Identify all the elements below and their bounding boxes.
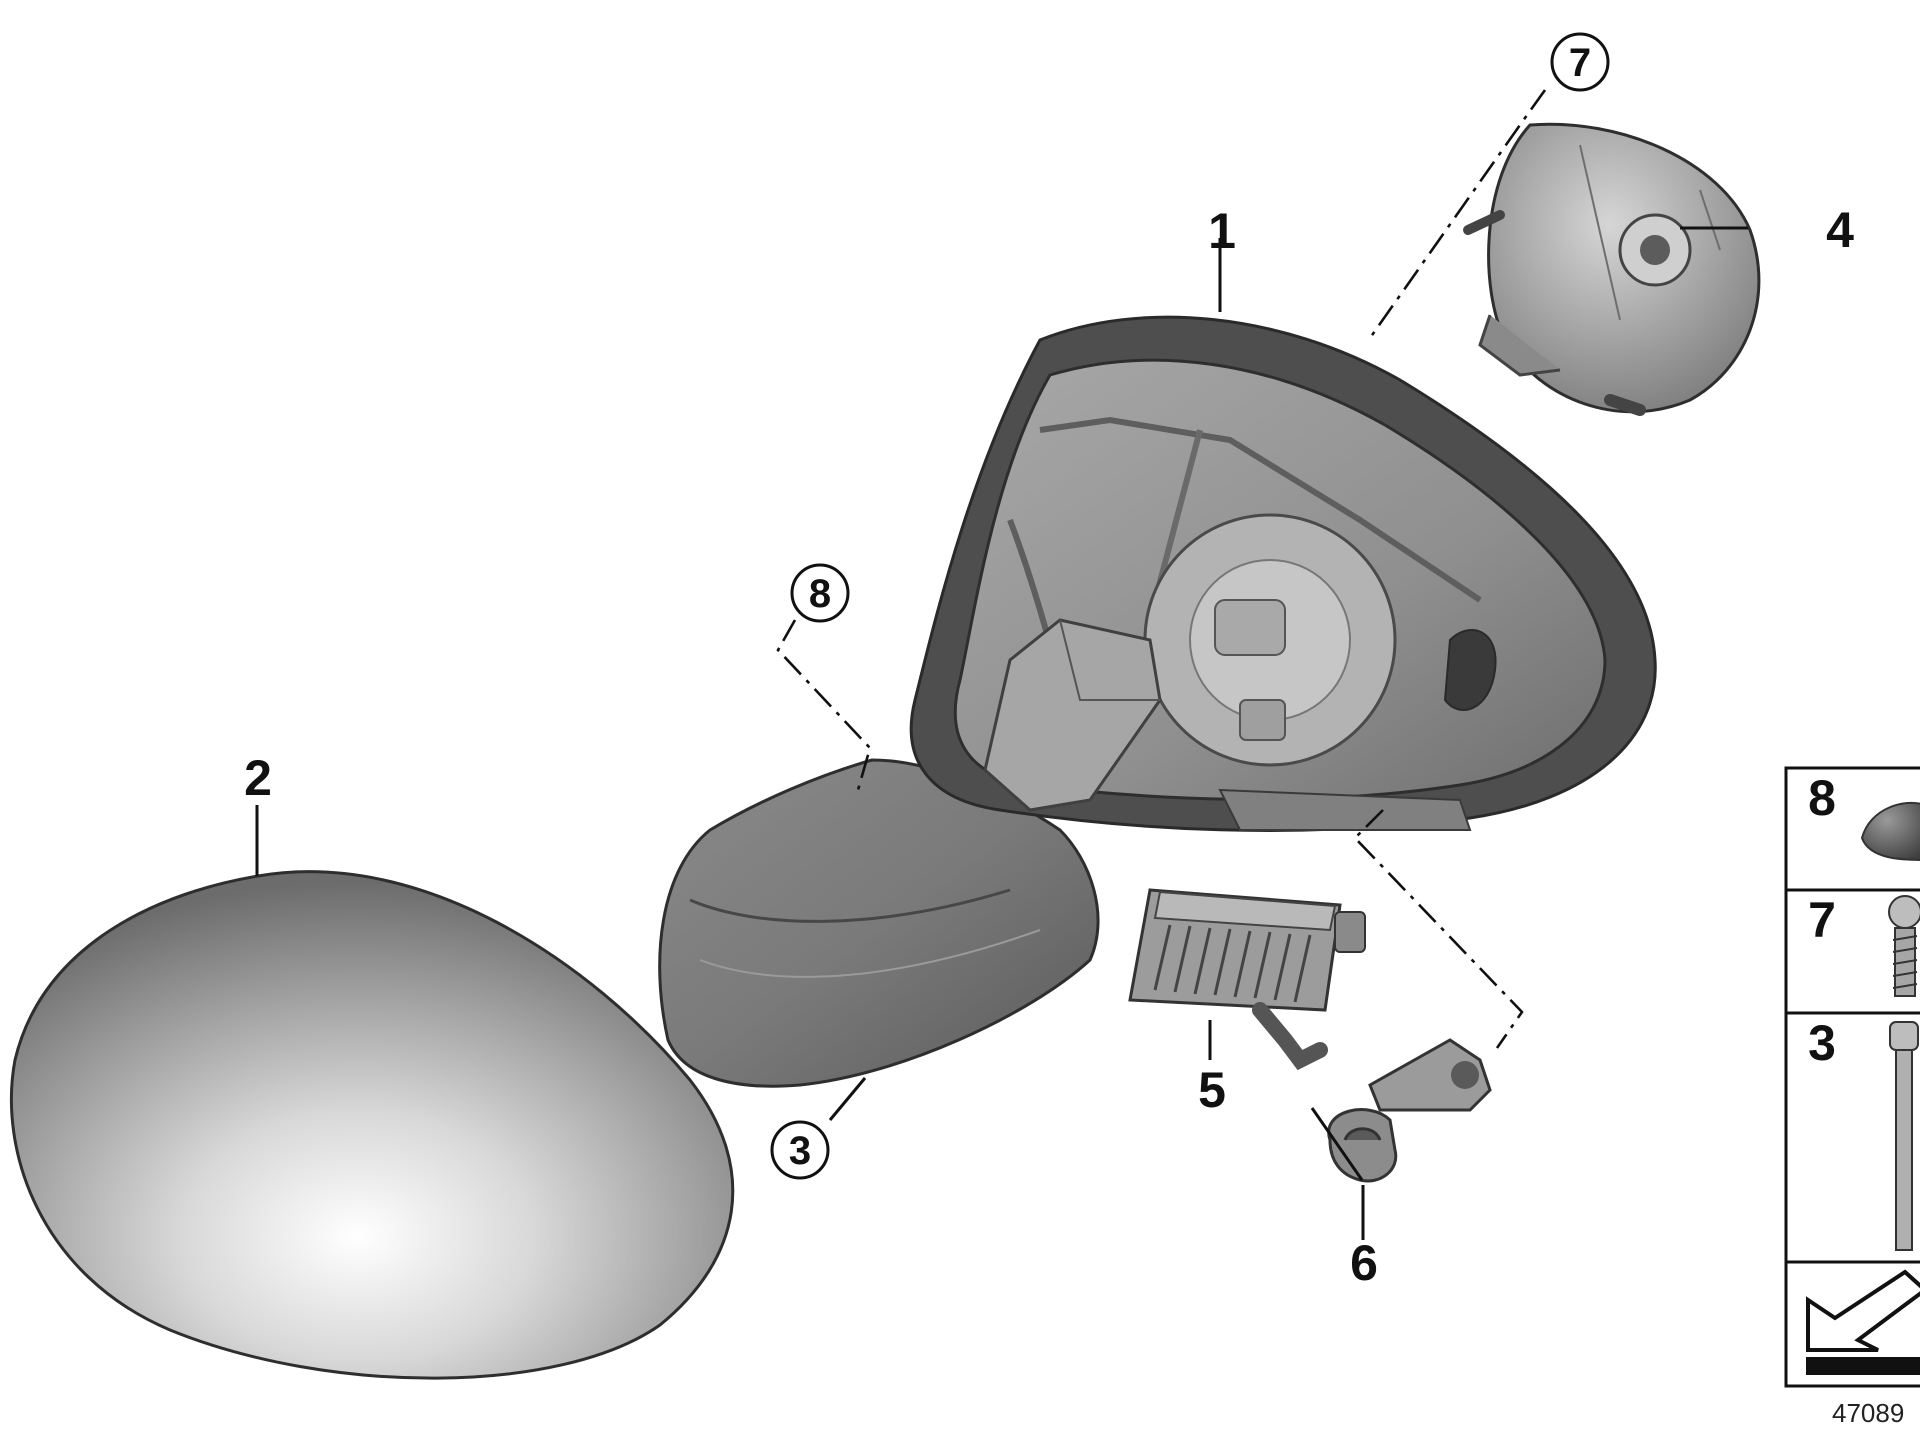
bolt-shank (1895, 1049, 1913, 1251)
callout-2: 2 (244, 750, 272, 806)
fastener-label-7: 7 (1808, 892, 1836, 948)
leader-lines (255, 226, 1748, 1240)
callouts: 1 2 3 4 5 6 7 8 (244, 32, 1854, 1291)
callout-3: 3 (789, 1129, 811, 1173)
part-2-mirror-cap (9, 870, 735, 1380)
dash-dot-assembly-lines (776, 89, 1547, 1049)
bolt-head (1889, 1021, 1919, 1051)
diagram-number: 47089 (1832, 1398, 1904, 1428)
callout-8: 8 (809, 572, 831, 616)
callout-7: 7 (1569, 41, 1591, 85)
fastener-row-screw: 7 (1808, 892, 1920, 997)
callout-5: 5 (1198, 1062, 1226, 1118)
plug-shape (1860, 801, 1920, 861)
callout-1: 1 (1208, 203, 1236, 259)
screw-shank (1892, 927, 1918, 997)
part-5-control-module (1128, 888, 1366, 1071)
fastener-table: 8 7 3 (1784, 766, 1920, 1388)
part-4-turn-signal-lamp (1463, 122, 1761, 416)
arrow-symbol (1806, 1269, 1920, 1375)
callout-4: 4 (1826, 202, 1854, 258)
callout-3-circle (770, 1120, 830, 1180)
fastener-label-3: 3 (1808, 1015, 1836, 1071)
callout-7-circle (1550, 32, 1610, 92)
fastener-row-plug: 8 (1808, 770, 1920, 861)
callout-8-circle (790, 563, 850, 623)
callout-6: 6 (1350, 1235, 1378, 1291)
part-6-bracket (1327, 1038, 1492, 1183)
part-1-mirror-housing (658, 315, 1657, 1088)
screw-head (1888, 895, 1920, 929)
fastener-row-bolt: 3 (1808, 1015, 1919, 1251)
fastener-label-8: 8 (1808, 770, 1836, 826)
